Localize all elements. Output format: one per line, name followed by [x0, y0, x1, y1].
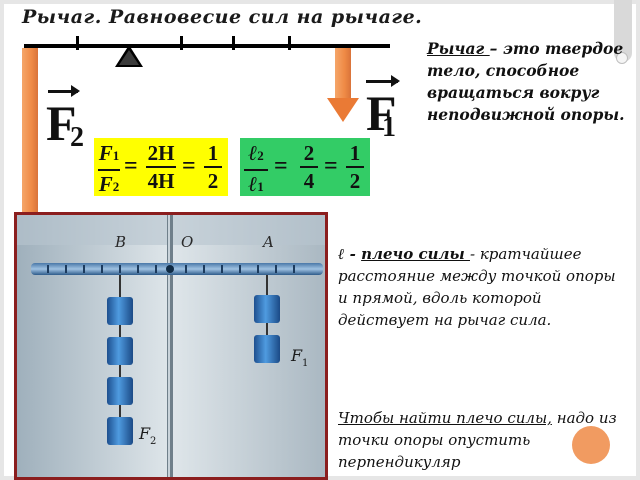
definition-term: Рычаг: [427, 39, 490, 58]
lever-definition: Рычаг – это твердое тело, способное вращ…: [427, 38, 627, 126]
equals-sign: =: [124, 153, 138, 179]
fraction-denominator-sub: 2: [112, 179, 120, 194]
vector-arrow-icon: [48, 85, 80, 97]
lever-photo-illustration: B O A F 1 F 2: [17, 215, 325, 477]
fraction-arms-symbolic: ℓ2 ℓ1: [244, 141, 268, 199]
fraction-numerator-result: 1: [207, 141, 219, 165]
photo-label-o: O: [181, 233, 193, 251]
decorative-orange-circle: [572, 426, 610, 464]
find-text-1: Чтобы найти плечо си: [338, 409, 526, 427]
fraction-numerator-var: F: [98, 141, 113, 165]
fraction-forces-symbolic: F1 F2: [98, 141, 120, 199]
arm-symbol: ℓ -: [338, 245, 362, 263]
arm-dash: -: [469, 245, 476, 263]
photo-label-f1-sub: 1: [302, 358, 308, 369]
force-label-right: F: [366, 85, 397, 141]
slide-title: Рычаг. Равновесие сил на рычаге.: [22, 6, 423, 28]
fraction-numerator-var: ℓ: [248, 141, 258, 165]
find-text-2: надо из точки опоры опустить перпендикул…: [338, 409, 617, 471]
force-index-left: 2: [70, 122, 84, 153]
slide-corner-decoration: [614, 0, 632, 62]
arm-text: кратчайшее расстояние между точкой опоры…: [338, 245, 616, 329]
fraction-forces-result: 1 2: [204, 141, 222, 193]
fraction-denominator-value: 4: [303, 169, 315, 193]
slide-corner-dot: [616, 52, 628, 64]
force-index-right: 1: [382, 112, 396, 143]
fraction-denominator-result: 2: [207, 169, 219, 193]
fraction-forces-values: 2Н 4Н: [146, 141, 176, 193]
photo-label-b: B: [114, 233, 126, 251]
arm-term: плечо силы: [361, 245, 470, 263]
fraction-numerator-value: 2Н: [147, 141, 175, 165]
find-arm-instruction: Чтобы найти плечо силы, надо из точки оп…: [338, 407, 628, 473]
formula-forces-box: F1 F2 = 2Н 4Н = 1 2: [94, 138, 228, 196]
force-label-left: F: [46, 95, 77, 151]
lever-tick: [180, 36, 183, 50]
force-arrow-left-shaft: [22, 48, 38, 260]
fraction-denominator-result: 2: [349, 169, 361, 193]
photo-label-a: A: [261, 233, 274, 251]
lever-beam: [24, 44, 390, 48]
arm-definition: ℓ - плечо силы - кратчайшее расстояние м…: [338, 243, 628, 331]
force-arrow-right-shaft: [335, 48, 351, 100]
fraction-numerator-result: 1: [349, 141, 361, 165]
find-text-underlined: лы,: [525, 409, 552, 427]
photo-label-f1: F: [290, 346, 303, 365]
fraction-arms-result: 1 2: [346, 141, 364, 193]
arrow-down-icon: [327, 98, 359, 122]
equals-sign: =: [324, 153, 338, 179]
fraction-numerator-sub: 2: [257, 148, 264, 163]
vector-arrow-icon: [366, 75, 400, 87]
lever-tick: [76, 36, 79, 50]
lever-tick: [288, 36, 291, 50]
right-weight-stack: [254, 275, 280, 363]
fraction-denominator-value: 4Н: [147, 169, 175, 193]
fraction-numerator-value: 2: [303, 141, 315, 165]
formula-arms-box: ℓ2 ℓ1 = 2 4 = 1 2: [240, 138, 370, 196]
lever-tick: [232, 36, 235, 50]
fraction-denominator-sub: 1: [257, 179, 264, 194]
fraction-denominator-var: ℓ: [248, 172, 258, 196]
fulcrum-inner: [119, 50, 139, 65]
photo-label-f2: F: [138, 424, 151, 443]
photo-label-f2-sub: 2: [150, 436, 156, 447]
equals-sign: =: [182, 153, 196, 179]
fraction-numerator-sub: 1: [112, 148, 120, 163]
equals-sign: =: [274, 153, 288, 179]
lever-photo: B O A F 1 F 2: [14, 212, 328, 480]
fraction-arms-values: 2 4: [300, 141, 318, 193]
definition-text: – это твердое тело, способное вращаться …: [427, 39, 625, 124]
left-weight-stack: [107, 275, 133, 445]
fraction-denominator-var: F: [98, 172, 113, 196]
